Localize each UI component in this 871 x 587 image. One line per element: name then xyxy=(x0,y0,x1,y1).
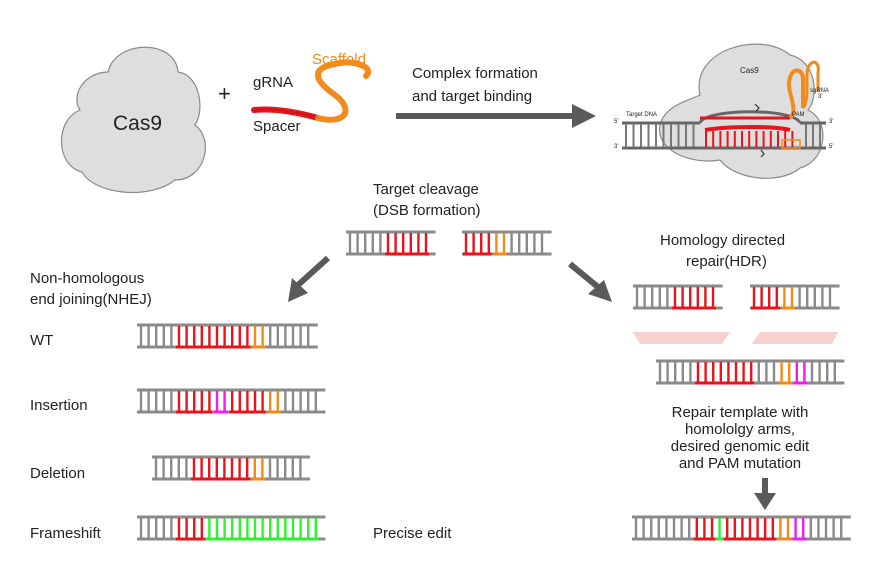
complex-3-left: 3' xyxy=(614,144,619,150)
complex-3-end-label: 3' xyxy=(818,94,823,100)
nhej-dna-frameshift xyxy=(137,515,326,541)
repair-template xyxy=(656,359,845,385)
template-down-arrow xyxy=(754,478,776,510)
repair-template-caption-2: homololgy arms, xyxy=(684,421,796,438)
cleaved-dna-left xyxy=(346,230,436,256)
cleavage-caption-1: Target cleavage xyxy=(373,181,479,198)
hdr-title-1: Homology directed xyxy=(660,232,786,249)
nhej-dna-deletion xyxy=(152,455,310,481)
grna-molecule xyxy=(251,59,372,123)
nhej-row-label-frameshift: Frameshift xyxy=(30,525,101,542)
precise-edit-label: Precise edit xyxy=(373,525,452,542)
nhej-title-1: Non-homologous xyxy=(30,270,145,287)
complex-pam-label: PAM xyxy=(792,112,805,118)
grna-label: gRNA xyxy=(253,74,294,91)
nhej-dna-wt xyxy=(137,323,318,349)
nhej-row-label-insertion: Insertion xyxy=(30,397,88,414)
cas9-protein xyxy=(60,46,206,194)
arrow-caption-1: Complex formation xyxy=(412,65,538,82)
complex-5-right: 5' xyxy=(829,144,834,150)
hdr-cleaved-right xyxy=(750,284,840,310)
scaffold-label: Scaffold xyxy=(312,51,366,68)
nhej-arrow xyxy=(288,255,331,302)
nhej-title-2: end joining(NHEJ) xyxy=(30,291,152,308)
homology-arm-right xyxy=(752,332,838,344)
homology-arm-left xyxy=(633,332,730,344)
repair-template-caption-1: Repair template with xyxy=(671,404,809,421)
nhej-row-label-wt: WT xyxy=(30,332,54,349)
hdr-arrow xyxy=(568,261,612,302)
hdr-title-2: repair(HDR) xyxy=(686,253,767,270)
complex-formation-arrow xyxy=(396,104,596,128)
nhej-dna-insertion xyxy=(137,388,326,414)
arrow-caption-2: and target binding xyxy=(412,88,533,105)
spacer-label: Spacer xyxy=(253,118,301,135)
cleavage-caption-2: (DSB formation) xyxy=(373,202,481,219)
nhej-row-label-deletion: Deletion xyxy=(30,465,86,482)
cas9-complex xyxy=(622,43,826,179)
plus-sign: + xyxy=(218,81,231,106)
cas9-label: Cas9 xyxy=(113,112,163,135)
hdr-cleaved-left xyxy=(633,284,723,310)
repair-template-caption-4: and PAM mutation xyxy=(678,455,802,472)
complex-cas9-label: Cas9 xyxy=(740,66,759,75)
complex-target-dna-label: Target DNA xyxy=(626,112,658,118)
complex-3-right: 3' xyxy=(829,119,834,125)
complex-sgrna-label: sgRNA xyxy=(810,88,830,94)
cleaved-dna-right xyxy=(462,230,552,256)
precise-edit-dna xyxy=(632,515,851,541)
repair-template-caption-3: desired genomic edit xyxy=(670,438,810,455)
complex-5-left: 5' xyxy=(614,119,619,125)
